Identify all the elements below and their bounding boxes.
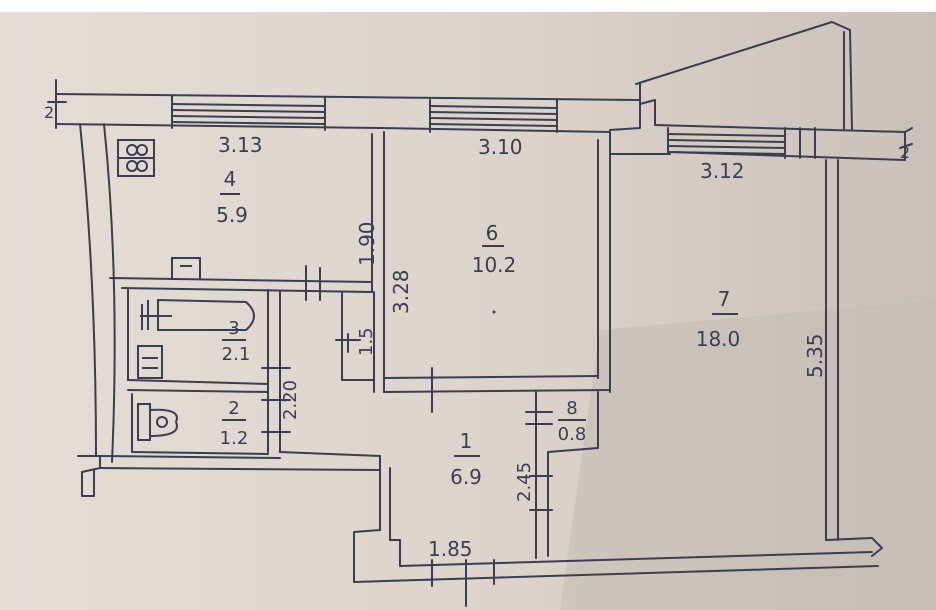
dim-hall-width: 1.85 <box>428 537 473 561</box>
stove-icon <box>117 139 155 177</box>
room-3-walls <box>127 289 291 453</box>
room-area: 5.9 <box>216 203 248 227</box>
room-area: 1.2 <box>220 428 249 449</box>
paper-shadow <box>560 300 936 610</box>
room-number: 1 <box>460 429 473 453</box>
dim-room6-depth: 3.28 <box>389 269 413 314</box>
dim-bath-length: 2.20 <box>280 380 301 420</box>
room-1-walls <box>99 451 879 607</box>
top-wall-right <box>654 124 913 161</box>
closet-walls <box>335 291 375 381</box>
room-7-walls <box>825 159 883 557</box>
room-label-7: 7 18.0 <box>696 287 741 351</box>
toilet-icon <box>137 403 178 441</box>
room-number: 6 <box>486 221 499 245</box>
room-area: 2.1 <box>222 344 251 365</box>
room-area: 10.2 <box>472 253 517 277</box>
dim-room4-depth: 1.90 <box>355 221 379 266</box>
room-area: 0.8 <box>558 424 587 445</box>
sink-icon <box>171 257 201 280</box>
room-label-8: 8 0.8 <box>558 398 587 445</box>
room-label-1: 1 6.9 <box>450 429 482 489</box>
room-label-6: 6 10.2 <box>472 221 517 277</box>
dim-room7-depth: 5.35 <box>803 333 827 378</box>
room-number: 3 <box>228 318 239 339</box>
room-number: 8 <box>566 398 577 419</box>
room-area: 6.9 <box>450 465 482 489</box>
room-area: 18.0 <box>696 327 741 351</box>
top-wall-left <box>47 79 671 155</box>
room-2-walls <box>131 393 269 455</box>
dim-room7-width: 3.12 <box>700 159 745 183</box>
axis-mark-right: 2 <box>900 143 910 162</box>
dim-room4-width: 3.13 <box>218 133 263 157</box>
room-8-walls <box>525 391 599 559</box>
axis-mark-left: 2 <box>44 103 54 122</box>
dim-corridor-length: 2.45 <box>514 462 535 502</box>
dim-room6-width: 3.10 <box>478 135 523 159</box>
room-label-2: 2 1.2 <box>220 398 249 449</box>
room-label-4: 4 5.9 <box>216 167 248 227</box>
balcony-outline <box>635 21 853 131</box>
room-number: 7 <box>718 287 731 311</box>
room-label-3: 3 2.1 <box>222 318 251 365</box>
room-number: 2 <box>228 398 239 419</box>
room-number: 4 <box>224 167 237 191</box>
room-4-walls <box>109 131 385 393</box>
plan-dot <box>492 310 496 314</box>
bathtub-icon <box>137 298 255 379</box>
room-6-walls <box>373 139 611 413</box>
dim-closet-size: 1.5 <box>356 327 377 356</box>
